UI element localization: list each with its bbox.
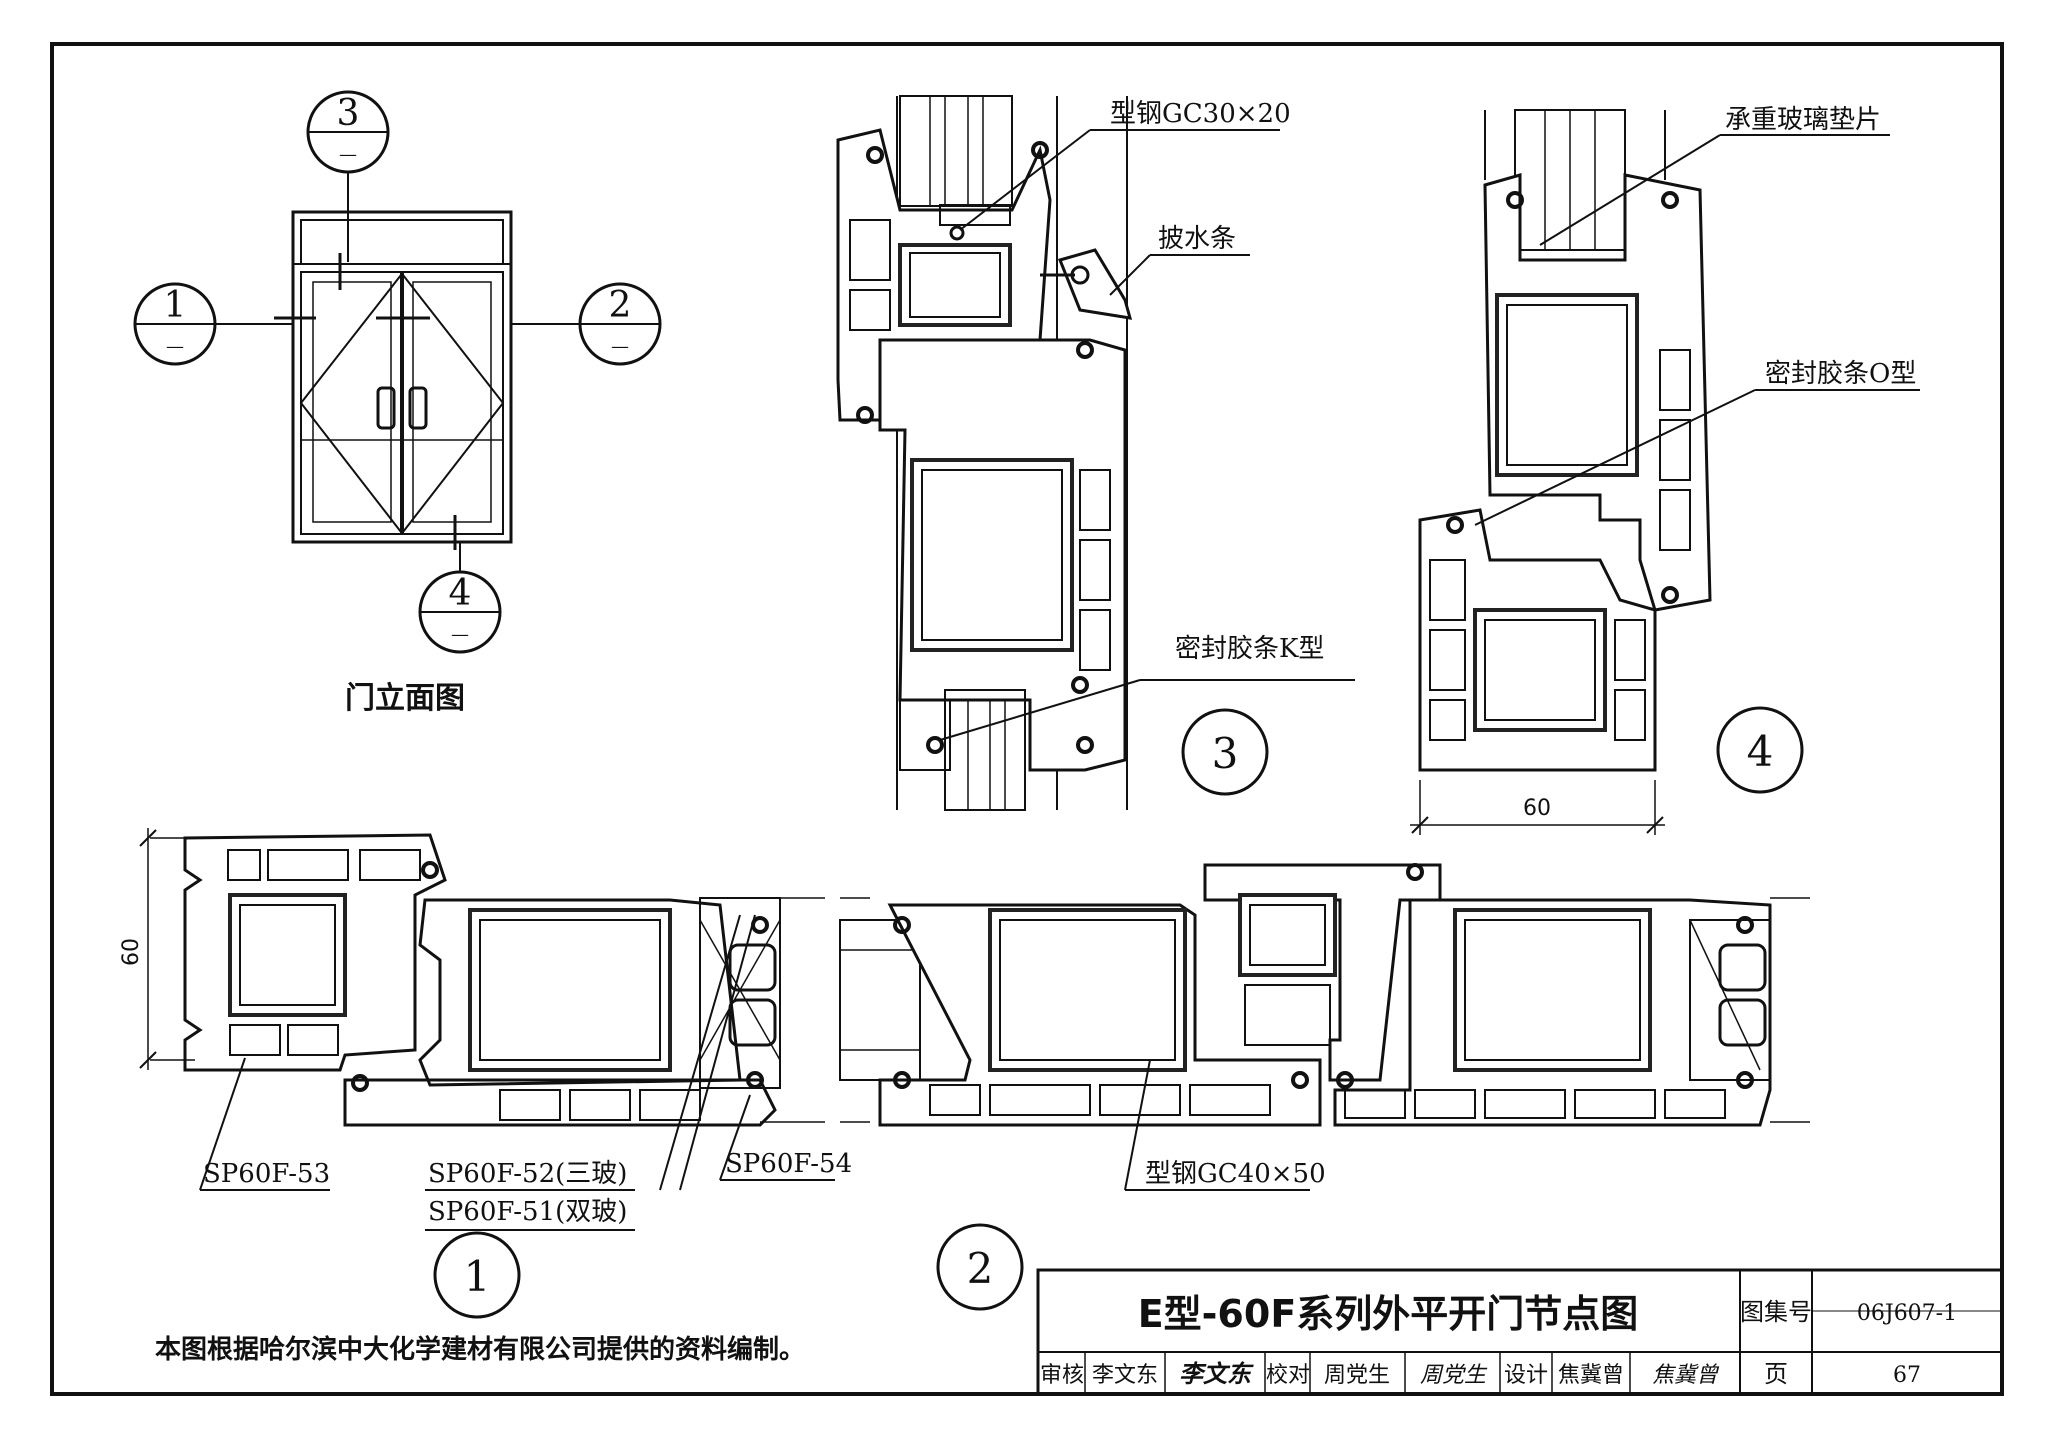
svg-text:1: 1 — [464, 1252, 491, 1301]
callout-seal-o: 密封胶条O型 — [1765, 359, 1916, 389]
source-note: 本图根据哈尔滨中大化学建材有限公司提供的资料编制。 — [155, 1334, 805, 1365]
detail-3-callouts: 型钢GC30×20 披水条 密封胶条K型 — [939, 99, 1355, 741]
detail-2-callouts: 型钢GC40×50 — [1124, 1059, 1326, 1191]
dimension-60-detail4: 60 — [1523, 796, 1551, 821]
detail-label-2[interactable]: 2 — [936, 1223, 1024, 1311]
review-label: 审核 — [1040, 1363, 1084, 1388]
callout-glass-pad: 承重玻璃垫片 — [1725, 105, 1881, 135]
callout-sp60f-52: SP60F-52(三玻) — [428, 1159, 627, 1189]
detail-4-callouts: 承重玻璃垫片 密封胶条O型 — [1474, 105, 1920, 526]
callout-drip-cap: 披水条 — [1158, 224, 1236, 254]
svg-text:4: 4 — [1747, 727, 1774, 776]
checker-name: 周党生 — [1324, 1363, 1390, 1388]
callout-steel-gc40x50: 型钢GC40×50 — [1145, 1159, 1326, 1189]
callout-sp60f-54: SP60F-54 — [725, 1149, 852, 1179]
designer-name: 焦冀曾 — [1558, 1363, 1624, 1388]
atlas-number: 06J607-1 — [1857, 1301, 1957, 1326]
marker-1-number: 1 — [164, 285, 187, 326]
page-label: 页 — [1764, 1360, 1788, 1388]
sheet-border — [50, 42, 2004, 1396]
dimension-60-detail1: 60 — [119, 938, 144, 966]
svg-text:—: — — [166, 336, 184, 357]
callout-steel-gc30x20: 型钢GC30×20 — [1110, 99, 1291, 129]
design-label: 设计 — [1504, 1363, 1548, 1388]
checker-signature: 周党生 — [1420, 1363, 1488, 1388]
marker-4-number: 4 — [449, 573, 472, 614]
marker-3-number: 3 — [337, 93, 360, 134]
detail-1-callouts: SP60F-53 SP60F-52(三玻) SP60F-51(双玻) SP60F… — [199, 914, 852, 1231]
atlas-number-label: 图集号 — [1740, 1298, 1812, 1326]
callout-sp60f-51: SP60F-51(双玻) — [428, 1197, 627, 1227]
section-marker-4[interactable]: 4 — — [418, 542, 502, 654]
detail-label-4[interactable]: 4 — [1716, 706, 1804, 794]
check-label: 校对 — [1266, 1363, 1310, 1388]
svg-text:3: 3 — [1212, 729, 1239, 778]
svg-text:—: — — [611, 336, 629, 357]
drawing-title: E型-60F系列外平开门节点图 — [1138, 1292, 1639, 1336]
section-marker-1[interactable]: 1 — — [133, 282, 293, 366]
title-block: E型-60F系列外平开门节点图 图集号 06J607-1 页 67 审核 李文东… — [1036, 1268, 2004, 1396]
svg-text:—: — — [451, 624, 469, 645]
section-marker-3[interactable]: 3 — — [306, 90, 390, 262]
detail-1-section — [183, 833, 825, 1127]
detail-label-1[interactable]: 1 — [433, 1231, 521, 1319]
svg-text:2: 2 — [967, 1244, 994, 1293]
reviewer-signature: 李文东 — [1179, 1359, 1254, 1388]
detail-4-dimension: 60 — [1410, 780, 1665, 835]
page-number: 67 — [1893, 1363, 1921, 1388]
reviewer-name: 李文东 — [1092, 1363, 1158, 1388]
elevation-title: 门立面图 — [345, 681, 465, 716]
detail-label-3[interactable]: 3 — [1181, 708, 1269, 796]
callout-seal-k: 密封胶条K型 — [1175, 634, 1324, 664]
marker-2-number: 2 — [609, 285, 632, 326]
door-elevation — [274, 210, 513, 550]
detail-4-section — [1418, 109, 1712, 772]
designer-signature: 焦冀曾 — [1652, 1363, 1720, 1388]
detail-3-section — [836, 95, 1133, 811]
detail-1-dimension: 60 — [119, 828, 195, 1070]
callout-sp60f-53: SP60F-53 — [203, 1159, 330, 1189]
svg-text:—: — — [339, 144, 357, 165]
detail-2-section — [839, 863, 1810, 1127]
section-marker-2[interactable]: 2 — — [511, 282, 662, 366]
